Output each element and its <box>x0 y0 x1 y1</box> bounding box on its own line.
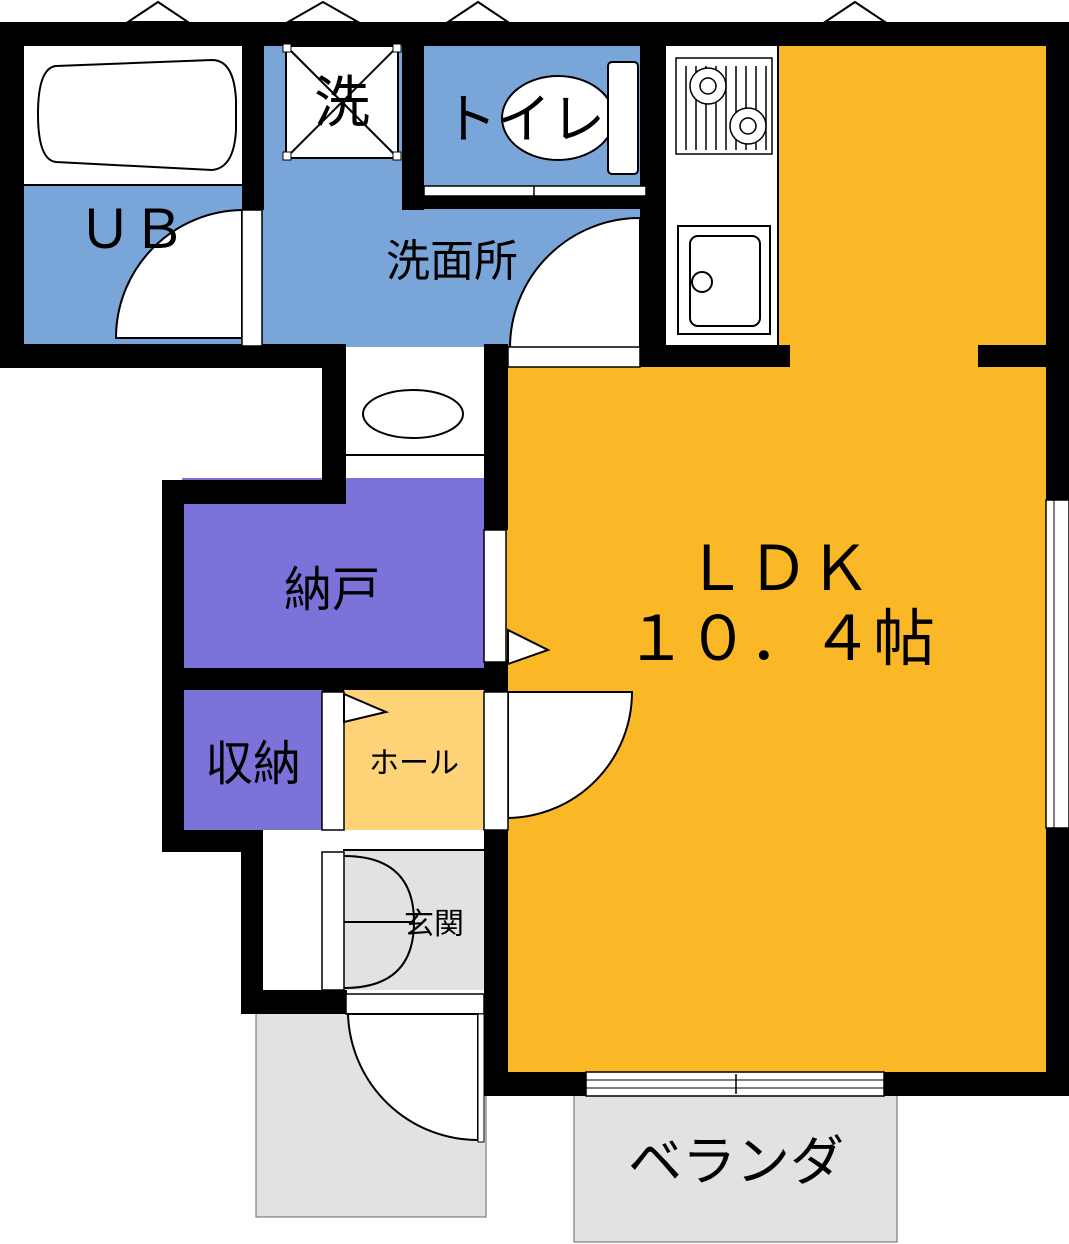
washing-machine-icon <box>282 43 402 161</box>
room-label-hall: ホール <box>369 746 459 781</box>
room-label-washroom: 洗面所 <box>386 236 518 287</box>
toilet-sliding-door <box>423 185 647 197</box>
veranda-area <box>573 1091 898 1243</box>
veranda-window <box>585 1071 885 1097</box>
ub-door <box>114 208 263 347</box>
storage-small-door <box>321 691 390 831</box>
room-label-storage-small: 収納 <box>205 736 301 792</box>
toilet-icon <box>501 61 639 175</box>
room-label-veranda: ベランダ <box>628 1130 844 1193</box>
ldk-door <box>483 691 634 831</box>
room-label-ldk: ＬＤＫ <box>685 532 871 605</box>
storage-large-door <box>483 529 551 666</box>
shoe-closet-doors <box>321 851 416 991</box>
shoe-closet <box>262 850 324 990</box>
walls <box>0 22 1069 1096</box>
room-label-ldk-size: １０．４帖 <box>625 602 935 675</box>
bathtub-icon <box>36 58 237 172</box>
room-label-washer: 洗 <box>314 71 370 136</box>
room-label-entrance: 玄関 <box>404 907 464 942</box>
east-window <box>1045 499 1069 829</box>
washbasin-icon <box>362 389 464 439</box>
kitchen-sink-icon <box>677 225 771 335</box>
room-label-ub: ＵＢ <box>78 198 186 261</box>
room-label-storage-large: 納戸 <box>284 562 380 618</box>
room-label-toilet: トイレ <box>443 88 605 151</box>
storage-small-floor <box>182 690 324 830</box>
stove-icon <box>675 57 773 155</box>
fixtures <box>22 45 779 851</box>
entrance-door <box>345 993 485 1143</box>
washroom-door <box>507 216 641 368</box>
storage-large-floor <box>182 478 484 668</box>
